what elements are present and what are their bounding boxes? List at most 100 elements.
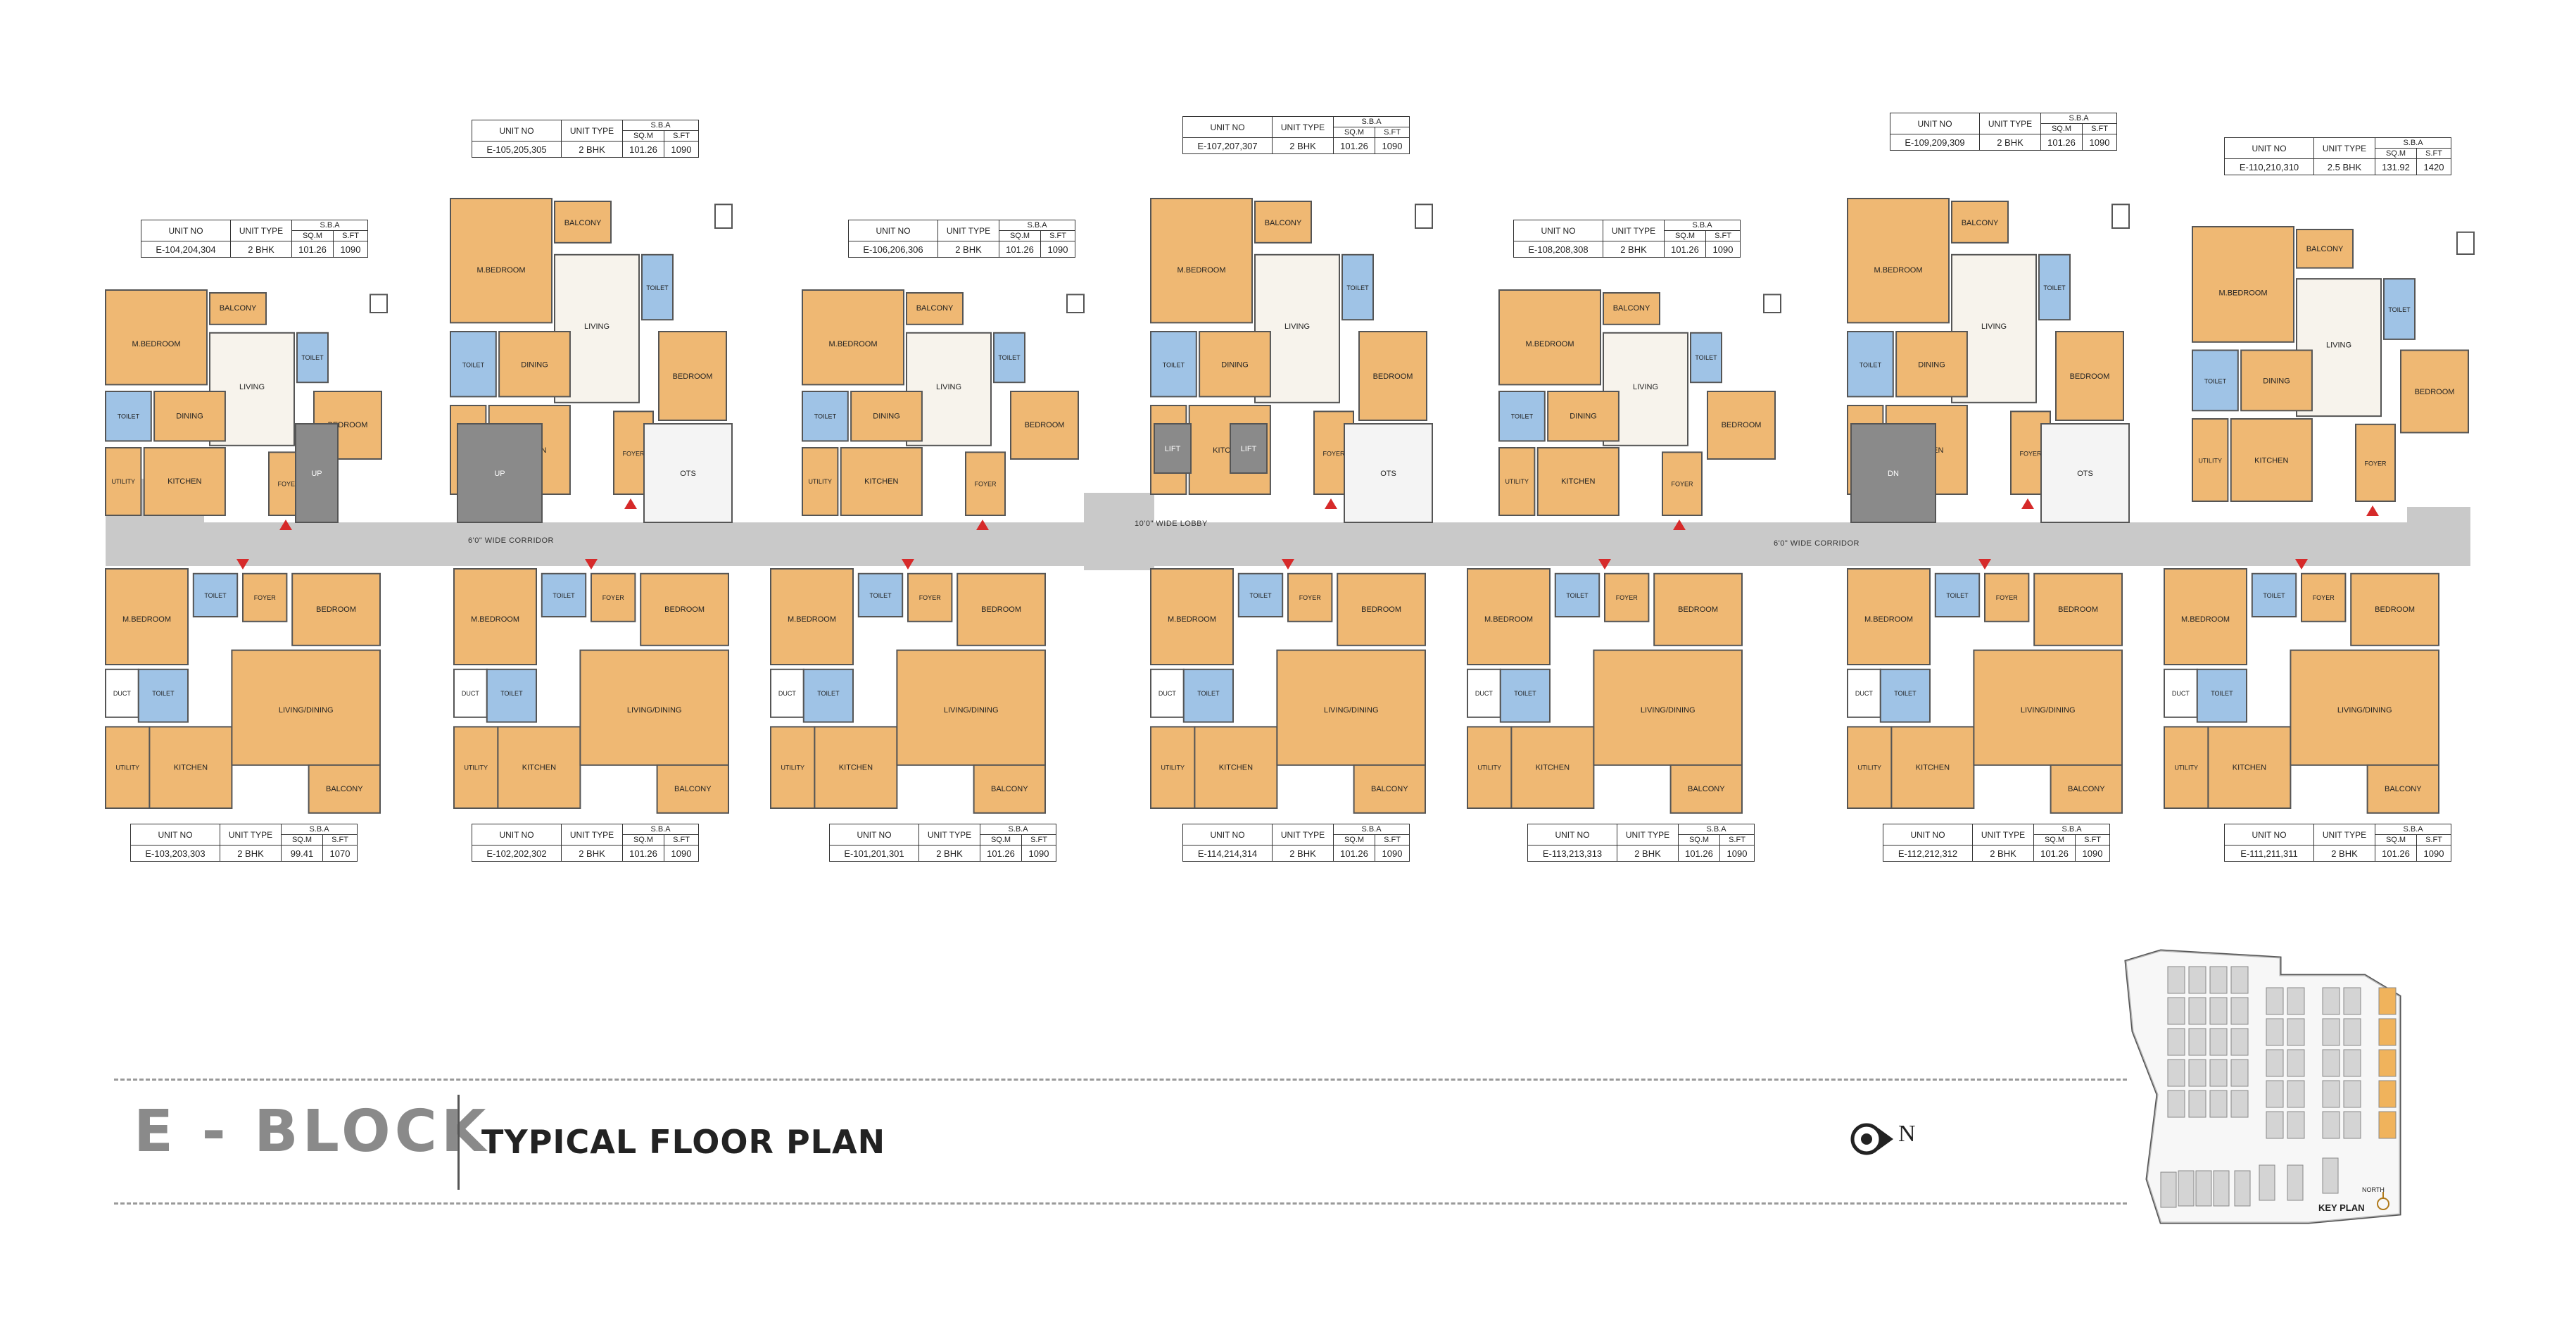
bedroom-label: BEDROOM	[673, 372, 713, 381]
key-plan-e-block	[2378, 1080, 2397, 1108]
sft-value: 1090	[1705, 241, 1741, 258]
sft-value: 1090	[2082, 134, 2117, 151]
sft-value: 1090	[1375, 845, 1410, 862]
master-bedroom-room	[105, 289, 208, 386]
sqm-value: 101.26	[622, 845, 664, 862]
balcony-label: BALCONY	[564, 219, 602, 227]
utility-label: UTILITY	[464, 765, 488, 772]
entry-arrow-icon	[585, 559, 598, 570]
kitchen-label: KITCHEN	[839, 764, 873, 772]
duct-label: DUCT	[1855, 690, 1873, 697]
unit-no-value: E-106,206,306	[848, 241, 938, 258]
master-bedroom-label: M.BEDROOM	[1874, 266, 1922, 275]
sft-header: S.FT	[664, 834, 699, 846]
kitchen-room	[814, 726, 898, 810]
toilet-label: TOILET	[1511, 413, 1534, 420]
bedroom-label: BEDROOM	[1361, 605, 1401, 614]
sqm-header: SQ.M	[2033, 834, 2076, 846]
master-bedroom-label: M.BEDROOM	[132, 340, 180, 348]
sqm-header: SQ.M	[2040, 123, 2083, 134]
unit-type-header: UNIT TYPE	[1972, 824, 2034, 846]
living-dining-label: LIVING/DINING	[627, 706, 682, 715]
toilet-room	[1498, 391, 1546, 442]
foyer-label: FOYER	[1671, 480, 1693, 487]
balcony-label: BALCONY	[2385, 785, 2422, 793]
living-dining-label: LIVING/DINING	[2021, 706, 2076, 715]
entry-arrow-icon	[236, 559, 249, 570]
unit-type-value: 2 BHK	[1617, 845, 1679, 862]
balcony-label: BALCONY	[1265, 219, 1302, 227]
living-label: LIVING	[239, 383, 265, 391]
sft-value: 1090	[664, 845, 699, 862]
unit-type-value: 2 BHK	[230, 241, 292, 258]
key-plan-block	[2167, 1059, 2185, 1087]
dining-label: DINING	[521, 360, 548, 369]
balcony-room	[308, 764, 381, 814]
living-dining-room	[2290, 649, 2439, 766]
key-plan-block	[2343, 1080, 2361, 1108]
key-plan-block	[2167, 1028, 2185, 1056]
living-dining-label: LIVING/DINING	[2337, 706, 2392, 715]
bedroom-label: BEDROOM	[2415, 388, 2455, 396]
toilet-room	[802, 391, 849, 442]
master-bedroom-room	[2164, 568, 2247, 665]
sqm-header: SQ.M	[980, 834, 1022, 846]
master-bedroom-label: M.BEDROOM	[1177, 266, 1225, 275]
unit-no-value: E-110,210,310	[2224, 158, 2314, 175]
toilet-label: TOILET	[1894, 690, 1917, 697]
key-plan-block	[2167, 1090, 2185, 1118]
bedroom-room	[658, 331, 727, 421]
kitchen-room	[497, 726, 581, 810]
unit-no-header: UNIT NO	[1182, 116, 1273, 138]
key-plan-block	[2322, 1080, 2340, 1108]
sft-header: S.FT	[2082, 123, 2117, 134]
dining-label: DINING	[873, 412, 900, 420]
sqm-value: 101.26	[1333, 845, 1375, 862]
dining-room	[1895, 331, 1968, 398]
unit-no-header: UNIT NO	[472, 824, 562, 846]
balcony-room	[2296, 229, 2354, 269]
unit-no-value: E-108,208,308	[1513, 241, 1603, 258]
master-bedroom-label: M.BEDROOM	[122, 615, 171, 624]
toilet-label: TOILET	[2204, 377, 2227, 384]
bedroom-room	[2033, 572, 2123, 646]
toilet-room	[486, 668, 537, 723]
key-plan-block	[2230, 1090, 2249, 1118]
toilet-room	[2251, 572, 2297, 617]
duct-room	[714, 203, 733, 229]
utility-label: UTILITY	[2174, 765, 2198, 772]
dining-label: DINING	[1570, 412, 1597, 420]
toilet-label: TOILET	[1197, 690, 1220, 697]
key-plan-block	[2188, 966, 2206, 994]
key-plan-block	[2266, 1111, 2284, 1139]
balcony-room	[1603, 292, 1660, 325]
key-plan-block	[2287, 1080, 2305, 1108]
balcony-label: BALCONY	[2068, 785, 2105, 793]
utility-label: UTILITY	[808, 478, 832, 485]
unit-no-header: UNIT NO	[472, 120, 562, 142]
key-plan-block	[2287, 1049, 2305, 1077]
unit-type-value: 2 BHK	[1272, 845, 1334, 862]
unit-no-header: UNIT NO	[141, 220, 231, 241]
key-plan-block	[2209, 966, 2228, 994]
toilet-label: TOILET	[1249, 592, 1272, 599]
north-label: N	[1898, 1121, 1916, 1147]
sft-value: 1420	[2416, 158, 2451, 175]
sqm-value: 99.41	[281, 845, 323, 862]
key-plan-block	[2259, 1164, 2275, 1201]
utility-label: UTILITY	[1857, 765, 1881, 772]
sba-header: S.B.A	[1333, 824, 1410, 835]
duct-room	[1066, 294, 1085, 313]
kitchen-label: KITCHEN	[1219, 764, 1253, 772]
toilet-room	[105, 391, 152, 442]
sqm-value: 101.26	[999, 241, 1041, 258]
sqm-value: 101.26	[1333, 137, 1375, 154]
duct-room	[1467, 668, 1501, 718]
foyer-room	[242, 572, 288, 622]
sqm-value: 101.26	[291, 241, 334, 258]
foyer-room	[1984, 572, 2030, 622]
